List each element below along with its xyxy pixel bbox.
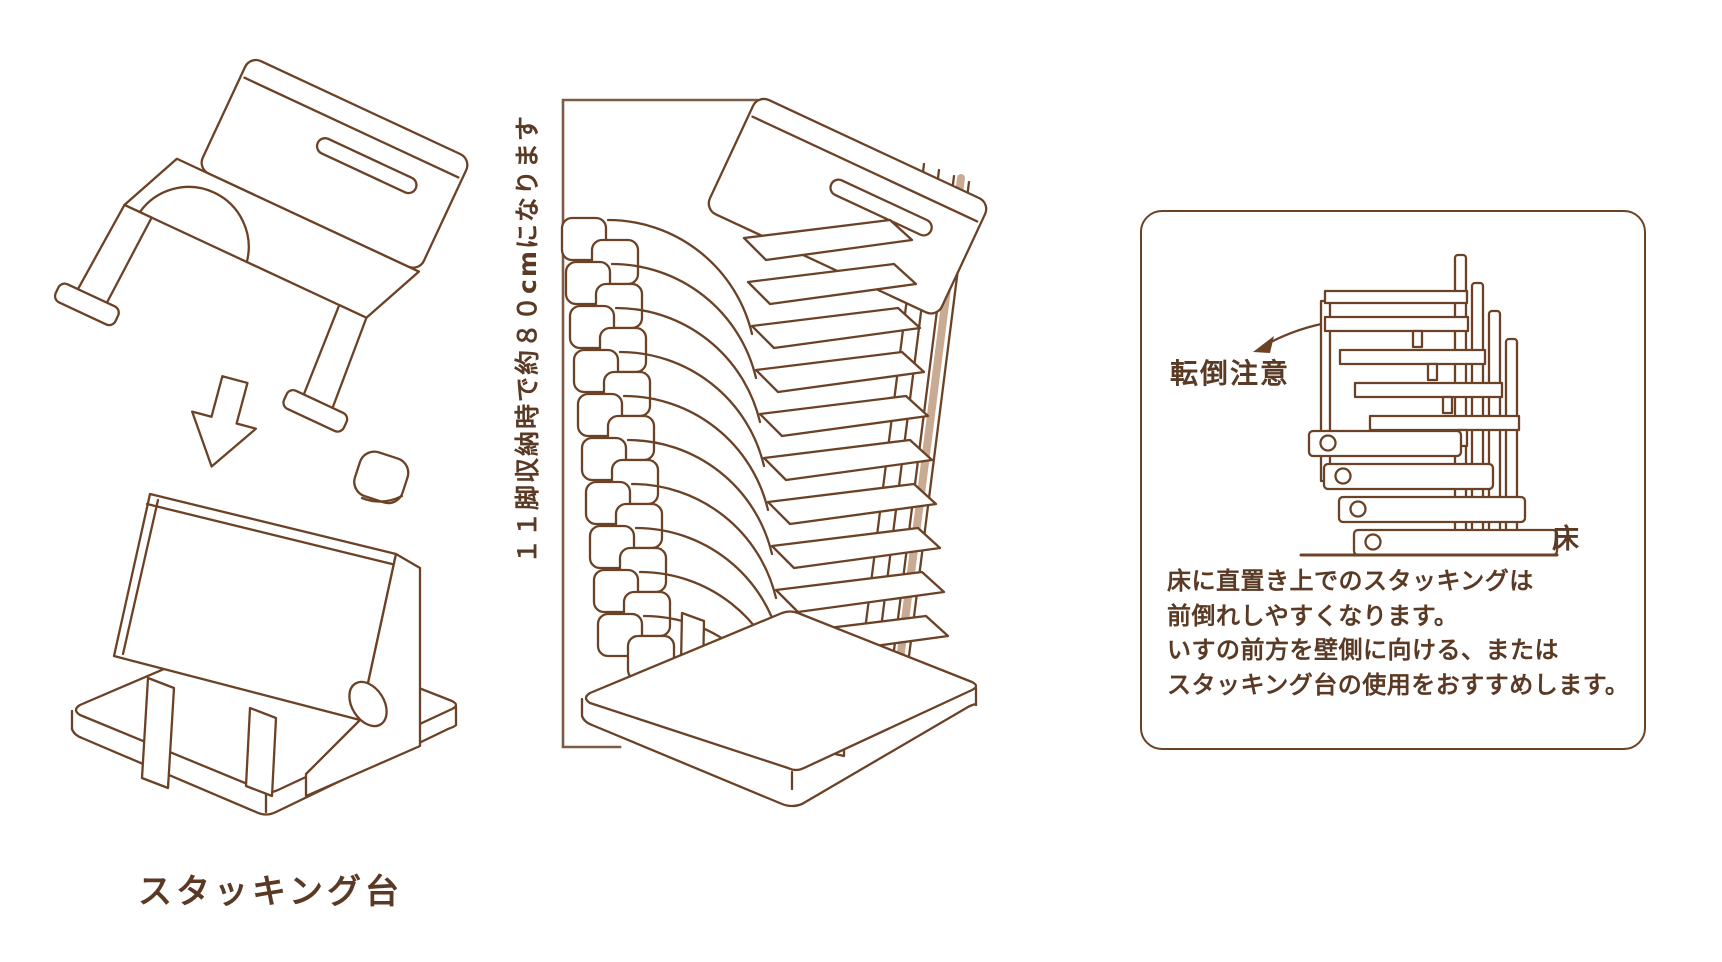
warning-note-line: 前倒れしやすくなります。 — [1167, 601, 1459, 630]
height-dimension-label: １１脚収納時で約８０cmになります — [513, 114, 542, 564]
base-round-hole — [348, 680, 388, 728]
tipping-diagram — [1299, 253, 1559, 557]
down-arrow-icon — [191, 375, 258, 468]
base-center-board — [244, 706, 278, 798]
screw-hole — [1364, 533, 1382, 551]
chair-handle-slot — [315, 137, 418, 195]
height-bracket — [561, 98, 759, 749]
chair-stack-illustration — [560, 97, 988, 808]
stack-platform — [580, 610, 978, 808]
stacking-base-caption: スタッキング台 — [138, 872, 403, 912]
base-handle-knob — [353, 450, 410, 505]
single-chair-illustration — [53, 58, 469, 433]
chair-seat-arch — [138, 185, 250, 264]
stack-top-handle-slot — [829, 178, 933, 237]
warning-note-line: スタッキング台の使用をおすすめします。 — [1167, 670, 1630, 699]
base-gable-face — [304, 552, 422, 798]
tipping-brackets — [1307, 429, 1559, 557]
base-support-leg — [140, 676, 176, 790]
base-tent-board — [112, 450, 422, 798]
screw-hole — [1349, 500, 1367, 518]
floor-label: 床 — [1552, 524, 1579, 555]
chair-left-foot — [53, 282, 120, 327]
warning-note-line: いすの前方を壁側に向ける、または — [1167, 636, 1559, 664]
stack-top-chair — [707, 97, 988, 315]
stacking-base-illustration — [70, 450, 458, 816]
screw-hole — [1334, 467, 1352, 485]
screw-hole — [1319, 434, 1337, 452]
chair-right-foot — [282, 389, 349, 433]
warning-note-line: 床に直置き上でのスタッキングは — [1167, 567, 1534, 595]
warning-notes: 床に直置き上でのスタッキングは 前倒れしやすくなります。 いすの前方を壁側に向け… — [1167, 564, 1629, 702]
warning-label: 転倒注意 — [1170, 357, 1291, 390]
